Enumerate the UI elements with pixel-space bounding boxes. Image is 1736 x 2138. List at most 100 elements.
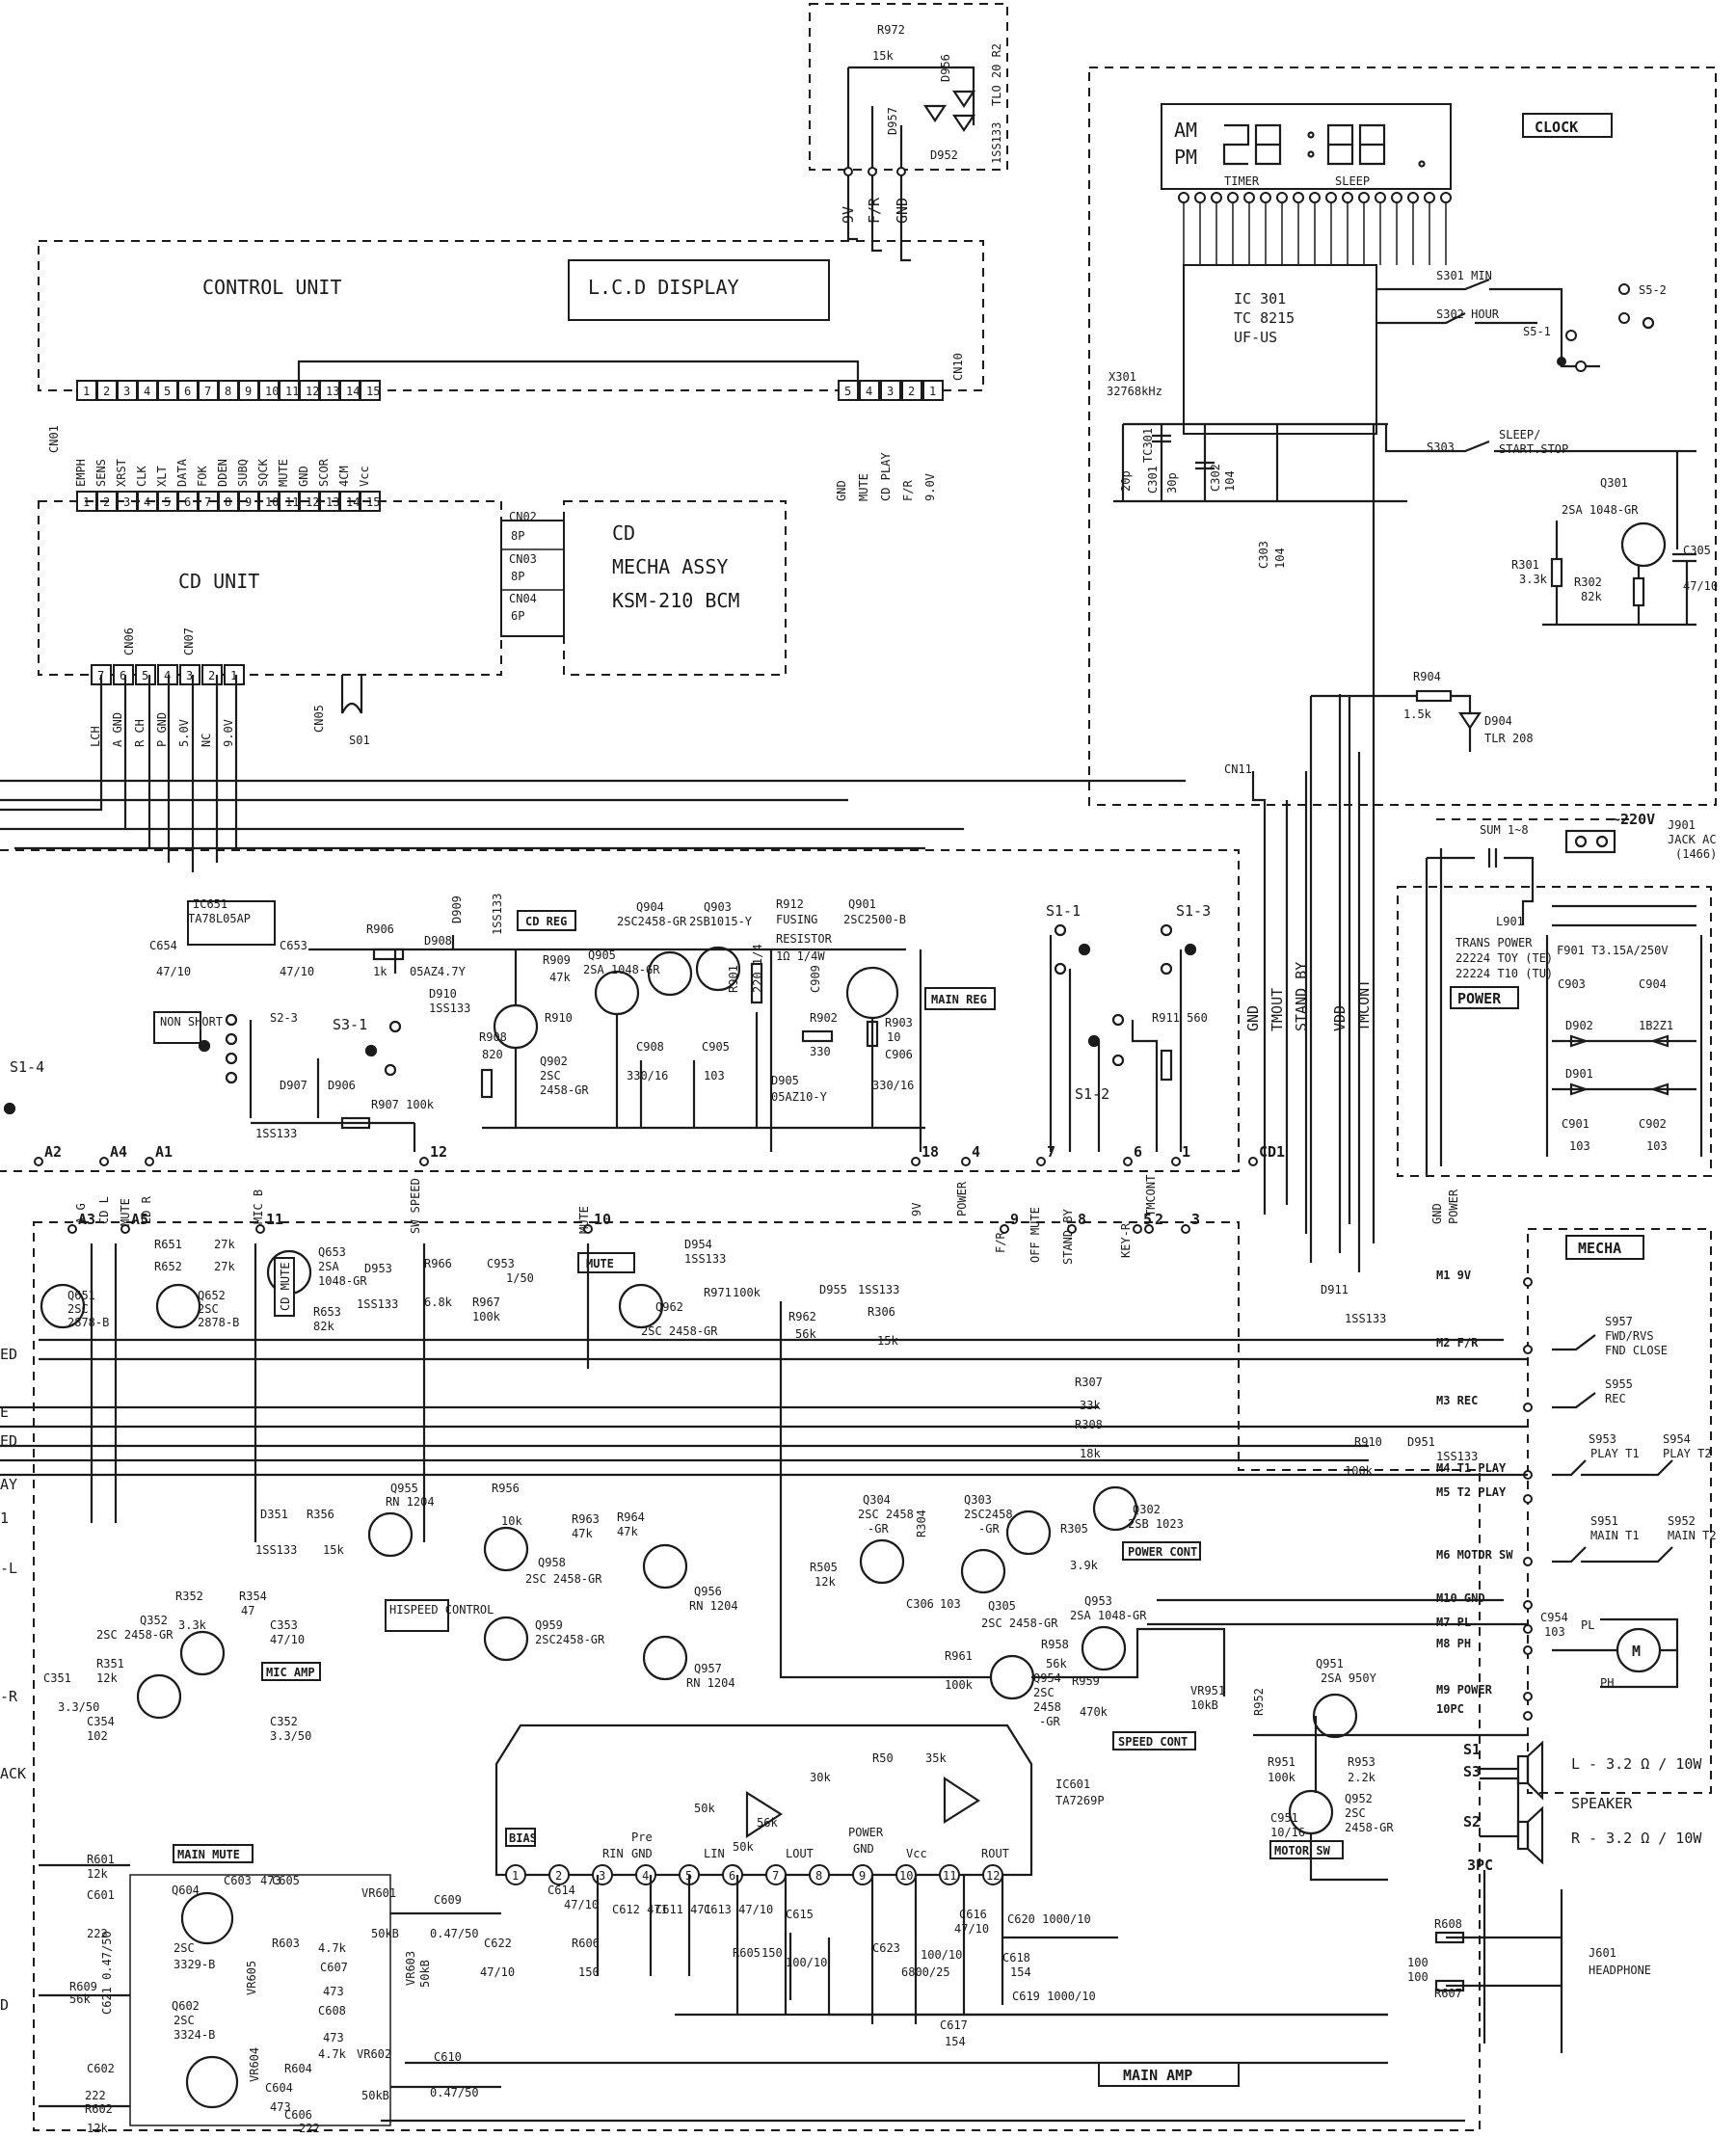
- clock-pin: [1260, 192, 1271, 203]
- pin-signal-label: SQCK: [256, 458, 270, 487]
- pin-signal-label: R CH: [133, 719, 147, 747]
- svg-text:05AZ4.7Y: 05AZ4.7Y: [410, 965, 467, 978]
- ic601-pin-number: 12: [986, 1869, 1000, 1883]
- pin-number: 6: [120, 669, 126, 682]
- svg-text:R352: R352: [175, 1590, 203, 1603]
- svg-text:470k: 470k: [1080, 1705, 1108, 1719]
- tie-point: [1181, 1224, 1190, 1234]
- svg-text:C622: C622: [484, 1937, 512, 1950]
- svg-text:RN 1204: RN 1204: [689, 1599, 738, 1613]
- connector-pin: [113, 664, 134, 685]
- am-label: AM: [1174, 119, 1197, 142]
- clock-pin: [1424, 192, 1435, 203]
- sig-ag: A G: [74, 1203, 88, 1224]
- bias-label: BIAS: [509, 1831, 537, 1845]
- svg-text:R603: R603: [272, 1937, 300, 1950]
- speaker-section: S1 S3 S2 3PC L - 3.2 Ω / 10W SPEAKER R -…: [1407, 1740, 1702, 2053]
- svg-text:Q904: Q904: [636, 900, 664, 914]
- ic601-pin: [809, 1864, 830, 1885]
- r907-label: R907 100k: [371, 1098, 435, 1111]
- svg-text:12k: 12k: [87, 2122, 108, 2135]
- pin-signal-label: F/R: [901, 480, 915, 501]
- tie-point-label: 3: [1191, 1211, 1200, 1228]
- svg-text:2SA 950Y: 2SA 950Y: [1321, 1671, 1377, 1685]
- edge-label: ED: [0, 1432, 17, 1450]
- clock-pin: [1407, 192, 1419, 203]
- tie-point-label: 6: [1134, 1143, 1142, 1161]
- clock-pin: [1243, 192, 1255, 203]
- mic-amp-label: MIC AMP: [266, 1666, 315, 1679]
- svg-text:222: 222: [299, 2122, 320, 2135]
- svg-text:R50: R50: [872, 1751, 894, 1765]
- speed-cont-label: SPEED CONT: [1118, 1735, 1188, 1749]
- svg-text:3.9k: 3.9k: [1070, 1559, 1099, 1572]
- pin-signal-label: 9.0V: [222, 719, 235, 747]
- svg-text:Vcc: Vcc: [906, 1847, 927, 1860]
- svg-text:330/16: 330/16: [627, 1069, 668, 1082]
- timer-label: TIMER: [1224, 174, 1260, 188]
- pin-number: 15: [366, 385, 380, 398]
- speaker-right-label: R - 3.2 Ω / 10W: [1571, 1830, 1702, 1847]
- svg-text:10/16: 10/16: [1270, 1826, 1305, 1839]
- cd-reg-label: CD REG: [525, 915, 567, 928]
- cd-mute-label: CD MUTE: [279, 1262, 292, 1311]
- edge-label: ED: [0, 1346, 17, 1363]
- sig-f1-gnd: GND: [1430, 1203, 1444, 1224]
- cd-unit-block: CD UNIT CD MECHA ASSY KSM-210 BCM CN028P…: [38, 500, 787, 747]
- svg-text:1SS133: 1SS133: [255, 1543, 297, 1557]
- clock-pin: [1293, 192, 1304, 203]
- ic601-pin-number: 4: [642, 1869, 649, 1883]
- svg-text:D956: D956: [939, 54, 952, 82]
- s302-label: S302 HOUR: [1436, 307, 1500, 321]
- svg-text:102: 102: [87, 1729, 108, 1743]
- svg-text:2SC 2458-GR: 2SC 2458-GR: [641, 1324, 718, 1338]
- svg-text:R904: R904: [1413, 670, 1441, 683]
- s957-label: S957: [1605, 1315, 1633, 1328]
- svg-text:D957: D957: [886, 107, 899, 135]
- svg-text:1SS133: 1SS133: [1436, 1450, 1478, 1463]
- tie-point: [1123, 1157, 1133, 1166]
- motor: PL PH M C954 103: [1540, 1611, 1679, 1690]
- x301-label: X301: [1108, 370, 1136, 384]
- svg-text:VR605: VR605: [245, 1961, 258, 1995]
- clock-pin: [1309, 192, 1321, 203]
- svg-text:103: 103: [1646, 1139, 1668, 1153]
- d907-label: D907: [280, 1079, 307, 1092]
- pin-signal-label: Vcc: [358, 466, 371, 487]
- cn01-to-cn10-wire: [297, 360, 860, 386]
- s953-label: S953: [1589, 1432, 1616, 1446]
- svg-text:154: 154: [1010, 1965, 1031, 1979]
- svg-text:15k: 15k: [323, 1543, 344, 1557]
- svg-text:R906: R906: [366, 922, 394, 936]
- jack-code: (1466): [1675, 847, 1717, 861]
- fuse-label: F901 T3.15A/250V: [1557, 944, 1669, 957]
- tie-point-label: 9: [1010, 1211, 1019, 1228]
- start-stop-label: START.STOP: [1499, 442, 1568, 456]
- svg-text:103: 103: [940, 1597, 961, 1611]
- svg-text:18k: 18k: [1080, 1447, 1101, 1460]
- svg-text:30k: 30k: [810, 1771, 831, 1784]
- mecha-pin: [1523, 1403, 1533, 1412]
- pin-number: 3: [186, 669, 193, 682]
- svg-text:1Ω 1/4W: 1Ω 1/4W: [776, 949, 825, 963]
- tie-point: [1144, 1224, 1154, 1234]
- cn11-label: CN11: [1224, 762, 1252, 776]
- tie-point-label: 1: [1182, 1143, 1190, 1161]
- pin-signal-label: NC: [200, 734, 213, 747]
- tie-point: [120, 1224, 130, 1234]
- rec-label: REC: [1605, 1392, 1626, 1405]
- edge-label: -L: [0, 1560, 17, 1577]
- svg-text:2SC: 2SC: [67, 1302, 89, 1316]
- svg-text:C951: C951: [1270, 1811, 1298, 1825]
- svg-text:C353: C353: [270, 1618, 298, 1632]
- svg-text:1.5k: 1.5k: [1403, 708, 1432, 721]
- mecha-pin-label: M7 PL: [1436, 1616, 1471, 1629]
- svg-text:4.7k: 4.7k: [318, 2047, 347, 2061]
- mecha-pin: [1523, 1345, 1533, 1354]
- svg-text:Q302: Q302: [1133, 1503, 1161, 1516]
- mecha-pin-label: M5 T2 PLAY: [1436, 1485, 1507, 1499]
